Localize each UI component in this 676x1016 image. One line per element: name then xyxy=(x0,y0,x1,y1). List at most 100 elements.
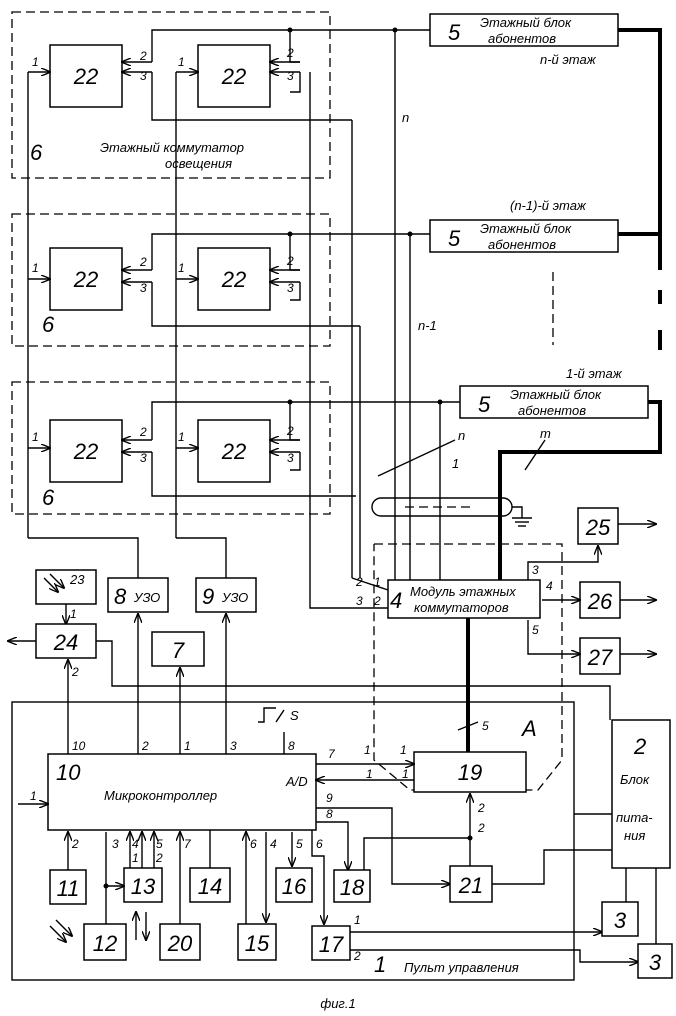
svg-text:1: 1 xyxy=(32,430,39,444)
svg-text:4: 4 xyxy=(546,579,553,593)
svg-text:1: 1 xyxy=(178,55,185,69)
svg-text:1: 1 xyxy=(364,743,371,757)
switch-22-label: 22 xyxy=(221,64,246,89)
svg-text:2: 2 xyxy=(477,821,485,835)
svg-text:22: 22 xyxy=(73,439,98,464)
floor-label-bottom: 1-й этаж xyxy=(566,366,623,381)
floor-unit-bottom: 5 Этажный блок абонентов 1-й этаж xyxy=(460,366,648,418)
light-rays-icon xyxy=(50,920,72,942)
svg-text:22: 22 xyxy=(73,267,98,292)
svg-text:2: 2 xyxy=(477,801,485,815)
svg-text:2: 2 xyxy=(139,255,147,269)
svg-text:3: 3 xyxy=(112,837,119,851)
svg-text:7: 7 xyxy=(172,638,185,663)
svg-text:1: 1 xyxy=(354,913,361,927)
svg-text:4: 4 xyxy=(270,837,277,851)
svg-text:2: 2 xyxy=(71,665,79,679)
svg-text:2: 2 xyxy=(155,851,163,865)
svg-text:1: 1 xyxy=(402,767,409,781)
figure-caption: фиг.1 xyxy=(320,996,355,1011)
svg-text:2: 2 xyxy=(139,49,147,63)
svg-text:2: 2 xyxy=(633,734,646,759)
svg-text:19: 19 xyxy=(458,760,482,785)
svg-text:1: 1 xyxy=(366,767,373,781)
svg-text:3: 3 xyxy=(614,908,627,933)
svg-text:2: 2 xyxy=(71,837,79,851)
bus-label-n-1: n-1 xyxy=(418,318,437,333)
bus-label-m: m xyxy=(540,426,551,441)
svg-text:6: 6 xyxy=(250,837,257,851)
svg-text:УЗО: УЗО xyxy=(221,590,248,605)
switch-s: S xyxy=(258,708,299,723)
lighting-switch-number: 6 xyxy=(42,485,55,510)
svg-text:9: 9 xyxy=(326,791,333,805)
svg-text:1: 1 xyxy=(32,261,39,275)
svg-text:8: 8 xyxy=(288,739,295,753)
svg-text:3: 3 xyxy=(532,563,539,577)
lighting-switch-number: 6 xyxy=(42,312,55,337)
svg-text:абонентов: абонентов xyxy=(488,31,556,46)
svg-text:3: 3 xyxy=(287,451,294,465)
switch-22-label: 22 xyxy=(73,64,98,89)
svg-text:1: 1 xyxy=(32,55,39,69)
svg-text:18: 18 xyxy=(340,875,365,900)
svg-text:3: 3 xyxy=(230,739,237,753)
svg-text:3: 3 xyxy=(140,69,147,83)
svg-text:11: 11 xyxy=(57,876,80,901)
svg-text:Этажный блок: Этажный блок xyxy=(510,387,602,402)
svg-text:5: 5 xyxy=(482,719,489,733)
mcu-adc: A/D xyxy=(285,774,308,789)
svg-text:1: 1 xyxy=(70,607,77,621)
svg-text:УЗО: УЗО xyxy=(133,590,160,605)
svg-text:22: 22 xyxy=(221,439,246,464)
svg-text:12: 12 xyxy=(93,931,117,956)
svg-text:ния: ния xyxy=(624,828,645,843)
up-down-arrows-icon xyxy=(136,912,146,940)
svg-text:2: 2 xyxy=(353,949,361,963)
floor-switch-module: 4 Модуль этажных коммутаторов 2 1 3 2 4 xyxy=(355,575,553,618)
svg-text:пита-: пита- xyxy=(616,810,653,825)
svg-text:1: 1 xyxy=(400,743,407,757)
svg-text:4: 4 xyxy=(390,588,402,613)
svg-text:S: S xyxy=(290,708,299,723)
svg-text:3: 3 xyxy=(356,594,363,608)
svg-text:7: 7 xyxy=(328,747,336,761)
mcu-number: 10 xyxy=(56,760,81,785)
svg-text:коммутаторов: коммутаторов xyxy=(414,600,509,615)
svg-text:16: 16 xyxy=(282,874,307,899)
svg-text:15: 15 xyxy=(245,931,270,956)
svg-text:n: n xyxy=(458,428,465,443)
svg-text:5: 5 xyxy=(448,226,461,251)
svg-text:2: 2 xyxy=(139,425,147,439)
svg-text:Блок: Блок xyxy=(620,772,650,787)
svg-text:абонентов: абонентов xyxy=(488,237,556,252)
svg-text:14: 14 xyxy=(198,874,222,899)
svg-text:5: 5 xyxy=(478,392,491,417)
lighting-switch-group-middle: 22 22 6 1 1 2 3 2 3 xyxy=(12,214,430,346)
svg-text:6: 6 xyxy=(316,837,323,851)
svg-text:10: 10 xyxy=(72,739,86,753)
floor-unit-top: 5 Этажный блок абонентов n-й этаж xyxy=(430,14,618,67)
svg-text:21: 21 xyxy=(458,873,483,898)
svg-text:9: 9 xyxy=(202,584,214,609)
svg-text:8: 8 xyxy=(114,584,127,609)
bus-label-n: n xyxy=(402,110,409,125)
svg-text:3: 3 xyxy=(287,69,294,83)
svg-text:1: 1 xyxy=(452,456,459,471)
zone-a-label: A xyxy=(520,716,537,741)
svg-text:Модуль этажных: Модуль этажных xyxy=(410,584,516,599)
svg-text:22: 22 xyxy=(221,267,246,292)
svg-text:26: 26 xyxy=(587,589,613,614)
floor-label-top: n-й этаж xyxy=(540,52,597,67)
svg-text:2: 2 xyxy=(373,594,381,608)
svg-text:1: 1 xyxy=(178,261,185,275)
svg-text:абонентов: абонентов xyxy=(518,403,586,418)
svg-text:3: 3 xyxy=(649,950,662,975)
power-supply-block: 2 Блок пита- ния xyxy=(612,720,670,868)
svg-text:5: 5 xyxy=(532,623,539,637)
lighting-switch-group-top: 22 22 6 Этажный коммутатор освещения 1 1… xyxy=(12,12,430,178)
panel-number: 1 xyxy=(374,952,386,977)
lighting-switch-group-bottom: 22 22 6 1 1 2 3 2 3 xyxy=(12,382,460,514)
svg-text:1: 1 xyxy=(132,851,139,865)
svg-text:4: 4 xyxy=(132,837,139,851)
